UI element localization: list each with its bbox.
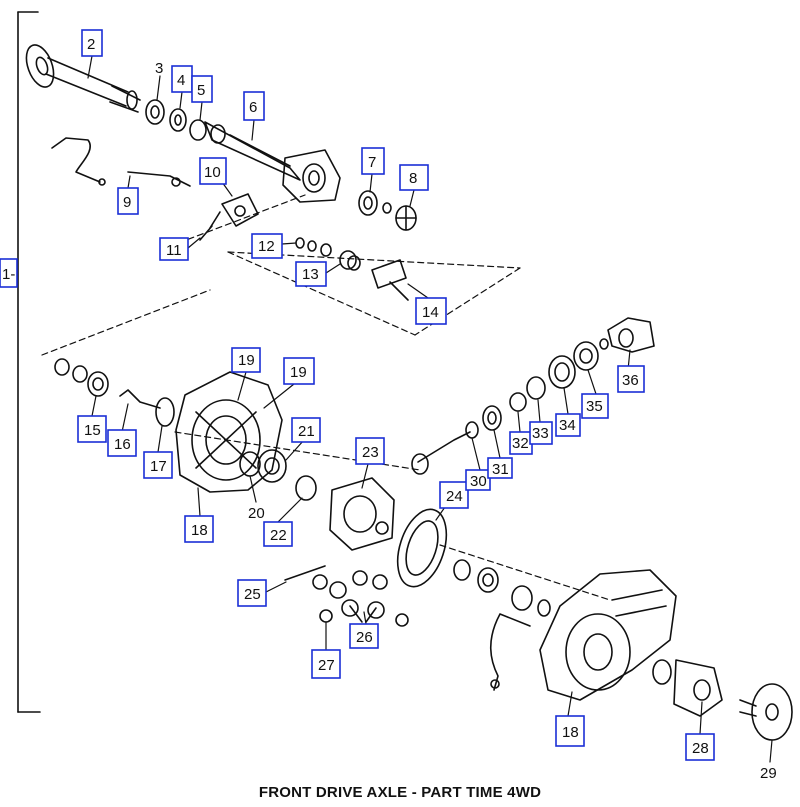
axle-tube xyxy=(204,121,341,203)
callout-box-31 xyxy=(487,457,513,479)
callout-13: 13 xyxy=(302,266,319,283)
callout-14: 14 xyxy=(422,304,439,321)
callout-21: 21 xyxy=(298,423,315,440)
callout-box-15 xyxy=(77,415,107,443)
callout-box-2 xyxy=(81,29,103,57)
callout-31: 31 xyxy=(492,461,509,478)
callout-box-18-right xyxy=(555,715,585,747)
callout-box-11 xyxy=(159,237,189,261)
callout-box-27 xyxy=(311,649,341,679)
callout-12: 12 xyxy=(258,238,275,255)
callout-6: 6 xyxy=(249,99,257,116)
callout-33: 33 xyxy=(532,425,549,442)
callout-16: 16 xyxy=(114,436,131,453)
callout-18-right: 18 xyxy=(562,724,579,741)
center-bearings xyxy=(239,449,317,501)
callout-24: 24 xyxy=(446,488,463,505)
callout-box-19a xyxy=(231,347,261,373)
lower-bearings xyxy=(453,559,551,617)
shift-assembly xyxy=(295,237,409,301)
callout-box-17 xyxy=(143,451,173,479)
callout-25: 25 xyxy=(244,586,261,603)
differential-case xyxy=(329,477,395,551)
callout-box-23 xyxy=(355,437,385,465)
callout-4: 4 xyxy=(177,72,185,89)
callout-box-9 xyxy=(117,187,139,215)
callout-10: 10 xyxy=(204,164,221,181)
breather-hose xyxy=(489,613,531,691)
callout-36: 36 xyxy=(622,372,639,389)
callout-19b: 19 xyxy=(290,364,307,381)
callout-box-34 xyxy=(555,413,581,437)
callout-box-12 xyxy=(251,233,283,259)
callout-30: 30 xyxy=(470,473,487,490)
washer-gear xyxy=(358,190,417,231)
pinion-gears xyxy=(284,565,409,627)
callout-9: 9 xyxy=(123,194,131,211)
mount-bracket xyxy=(199,193,259,241)
callout-box-1 xyxy=(0,258,18,288)
callout-34: 34 xyxy=(559,417,576,434)
callout-box-35 xyxy=(581,393,609,419)
callout-box-13 xyxy=(295,261,327,287)
right-housing xyxy=(539,569,677,701)
callout-box-25 xyxy=(237,579,267,607)
callout-box-18-left xyxy=(184,515,214,543)
callout-17: 17 xyxy=(150,458,167,475)
callout-8: 8 xyxy=(409,170,417,187)
callout-box-30 xyxy=(465,469,491,491)
callout-box-7 xyxy=(361,147,385,175)
output-flange xyxy=(652,659,793,741)
pinion-stack xyxy=(411,317,655,475)
callout-box-24 xyxy=(439,481,469,509)
callout-box-14 xyxy=(415,297,447,325)
callout-3: 3 xyxy=(155,60,163,77)
callout-5: 5 xyxy=(197,82,205,99)
callout-box-6 xyxy=(243,91,265,121)
bearing-seal-stack xyxy=(145,99,226,144)
callout-23: 23 xyxy=(362,444,379,461)
callout-box-19b xyxy=(283,357,315,385)
callout-11: 11 xyxy=(166,242,182,259)
axle-shaft xyxy=(25,44,141,113)
callout-7: 7 xyxy=(368,154,376,171)
callout-box-16 xyxy=(107,429,137,457)
leader-lines xyxy=(87,55,773,763)
callout-18-left: 18 xyxy=(191,522,208,539)
callout-box-5 xyxy=(191,75,213,103)
callout-22: 22 xyxy=(270,527,287,544)
callout-box-22 xyxy=(263,521,293,547)
callout-box-26 xyxy=(349,623,379,649)
callout-2: 2 xyxy=(87,36,95,53)
callout-box-28 xyxy=(685,733,715,761)
callout-27: 27 xyxy=(318,657,335,674)
callout-29: 29 xyxy=(760,765,777,782)
callout-19a: 19 xyxy=(238,352,255,369)
assembly-bracket xyxy=(17,11,41,713)
callout-26: 26 xyxy=(356,629,373,646)
callout-box-10 xyxy=(199,157,227,185)
callout-35: 35 xyxy=(586,398,603,415)
callout-32: 32 xyxy=(512,435,529,452)
ring-gear xyxy=(396,508,448,588)
sensor-wire xyxy=(51,137,191,187)
left-housing xyxy=(175,371,283,493)
callout-box-33 xyxy=(529,421,553,445)
left-side-parts xyxy=(54,358,175,427)
callout-box-36 xyxy=(617,365,645,393)
callout-box-21 xyxy=(291,417,321,443)
callout-15: 15 xyxy=(84,422,101,439)
callout-box-8 xyxy=(399,164,429,191)
callout-layer: 1- 2 3 4 5 6 7 8 9 10 11 12 13 14 15 16 … xyxy=(0,29,777,782)
diagram-caption: FRONT DRIVE AXLE - PART TIME 4WD xyxy=(258,784,542,801)
callout-1: 1- xyxy=(2,266,15,283)
callout-20: 20 xyxy=(248,505,265,522)
callout-28: 28 xyxy=(692,740,709,757)
